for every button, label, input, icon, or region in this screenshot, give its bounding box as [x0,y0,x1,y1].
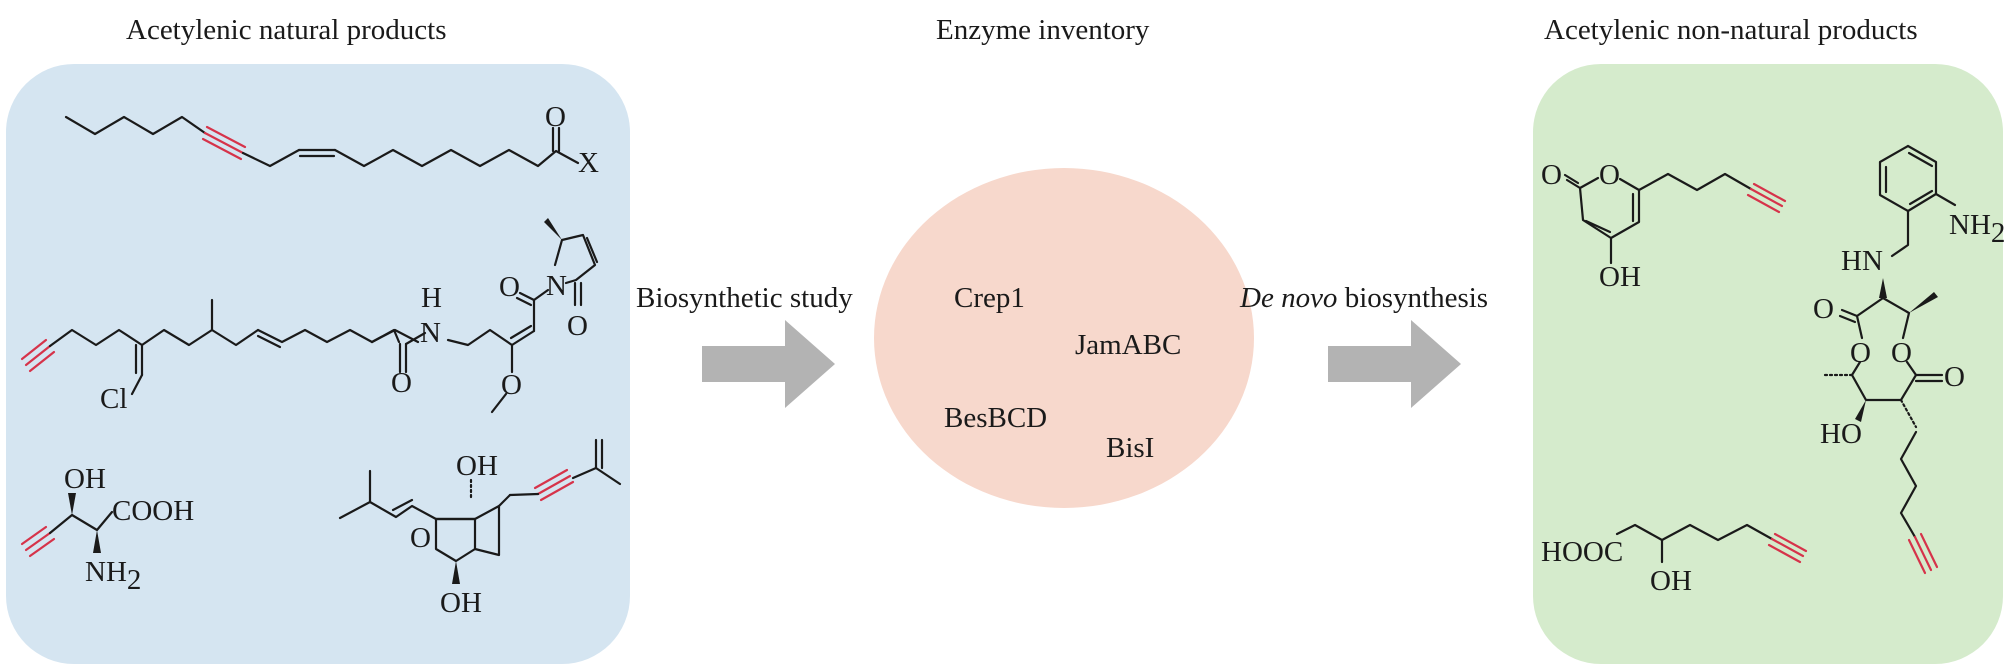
de-novo-biosynthesis-arrow [1328,320,1461,408]
alkyne-highlight [201,125,247,161]
alkyne-highlight [533,468,575,502]
atom-ho: HO [1820,418,1862,450]
jamaicamide-structure: Cl O N H O O N O [20,218,599,415]
dilactone-structure: NH2 HN O O O O HO [1813,144,2005,575]
atom-hn: HN [1841,245,1883,277]
atom-n: N [420,317,441,349]
enzyme-besbcd: BesBCD [944,402,1048,434]
enzyme-crep1: Crep1 [954,282,1025,314]
atom-o-ring: O [567,310,588,342]
atom-n-ring: N [546,270,567,302]
non-natural-products-panel [1533,64,2003,664]
atom-nh2: NH2 [1949,209,2005,249]
de-novo-biosynthesis-label: De novo biosynthesis [1240,282,1488,315]
amino-acid-structure: OH NH2 COOH [20,463,194,596]
non-natural-products-title: Acetylenic non-natural products [1544,14,1918,46]
biosynthetic-study-arrow [702,320,835,408]
atom-o2: O [1850,337,1871,369]
atom-oh: OH [64,463,106,495]
atom-oh-top: OH [456,450,498,482]
natural-products-title: Acetylenic natural products [126,14,447,46]
alkyne-highlight [1907,532,1939,575]
atom-o-amide: O [391,367,412,399]
atom-oh: OH [1599,261,1641,293]
biosynthetic-study-label: Biosynthetic study [636,282,853,314]
epoxide-structure: O OH OH [338,438,622,619]
atom-cooh: COOH [112,495,194,527]
alkyne-highlight [20,525,56,558]
atom-x: X [578,147,599,179]
atom-o-carbonyl: O [1541,159,1562,191]
atom-hooc: HOOC [1541,536,1623,568]
atom-o4: O [1944,361,1965,393]
atom-o-epoxide: O [410,522,431,554]
enzyme-inventory-title: Enzyme inventory [936,14,1150,46]
biosynthesis-text: biosynthesis [1337,282,1489,314]
atom-o: O [545,101,566,133]
atom-nh2: NH2 [85,556,141,596]
atom-o-ring: O [1599,159,1620,191]
atom-oh: OH [1650,565,1692,597]
alkyne-highlight [1767,532,1808,564]
alkyne-highlight [1746,182,1787,214]
pyrone-structure: O O OH [1541,159,1787,293]
alkyne-highlight [20,338,56,373]
enzyme-jamabc: JamABC [1075,329,1182,361]
atom-oh-bottom: OH [440,587,482,619]
fatty-acid-structure: O X [64,101,599,179]
enzyme-bisi: BisI [1106,432,1155,464]
natural-products-panel [6,64,630,664]
atom-o-acyl: O [499,271,520,303]
atom-h: H [421,282,442,314]
hydroxy-acid-structure: HOOC OH [1541,523,1808,597]
atom-o1: O [1813,293,1834,325]
enzyme-inventory-circle [874,168,1254,508]
atom-cl: Cl [100,383,127,415]
de-novo-italic: De novo [1240,282,1338,314]
